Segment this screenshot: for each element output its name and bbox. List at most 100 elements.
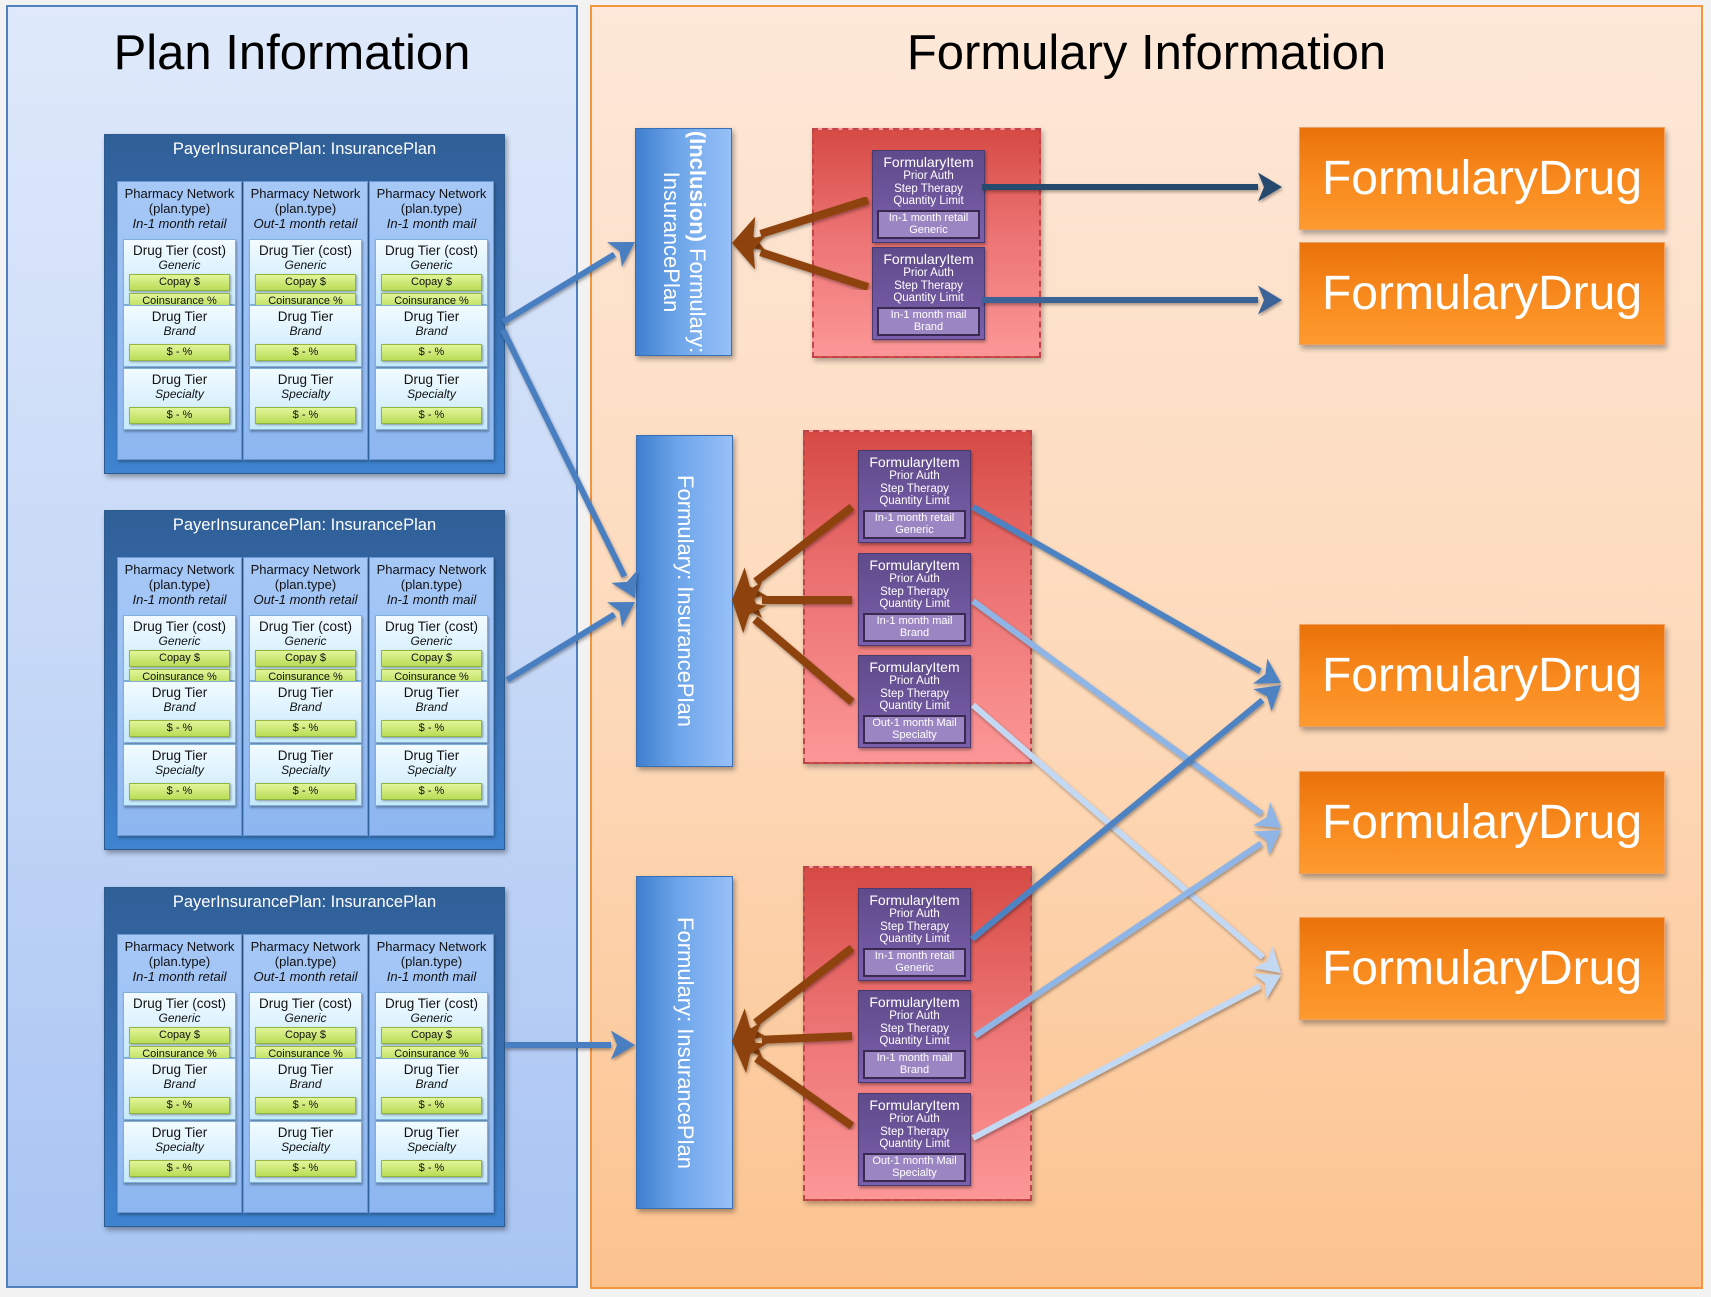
payer-insurance-plan[interactable]: PayerInsurancePlan: InsurancePlan Pharma…: [104, 887, 505, 1227]
formulary-item-tag-network: In-1 month retail: [874, 511, 955, 524]
pharmacy-network[interactable]: Pharmacy Network (plan.type) Out-1 month…: [243, 181, 368, 460]
plan-type-label: (plan.type): [274, 954, 337, 969]
formulary-item-title: FormularyItem: [869, 659, 960, 675]
cost-share-badge: $ - %: [255, 720, 356, 737]
drug-tier-name: Drug Tier (cost): [258, 243, 353, 258]
drug-tier-name: Drug Tier: [403, 748, 460, 763]
formulary-box[interactable]: Formulary: InsurancePlan: [636, 435, 733, 767]
drug-tier-kind: Specialty: [407, 1140, 456, 1154]
payer-insurance-plan[interactable]: PayerInsurancePlan: InsurancePlan Pharma…: [104, 134, 505, 474]
pharmacy-network-name: Pharmacy Network: [376, 939, 487, 954]
formulary-item-tag-tier: Generic: [895, 524, 934, 536]
pharmacy-network[interactable]: Pharmacy Network (plan.type) In-1 month …: [369, 181, 494, 460]
cost-share-badge: Copay $: [129, 274, 230, 291]
drug-tier[interactable]: Drug Tier Specialty$ - %: [375, 368, 488, 430]
formulary-item-tag-tier: Generic: [895, 962, 934, 974]
formulary-item-title: FormularyItem: [869, 557, 960, 573]
payer-insurance-plan[interactable]: PayerInsurancePlan: InsurancePlan Pharma…: [104, 510, 505, 850]
drug-tier[interactable]: Drug Tier Specialty$ - %: [123, 744, 236, 806]
pharmacy-network[interactable]: Pharmacy Network (plan.type) Out-1 month…: [243, 934, 368, 1213]
formulary-item-tag-network: Out-1 month Mail: [872, 1154, 957, 1167]
formulary-drug-box[interactable]: FormularyDrug: [1299, 771, 1665, 874]
drug-tier-name: Drug Tier: [277, 748, 334, 763]
drug-tier[interactable]: Drug Tier Brand$ - %: [249, 1058, 362, 1120]
drug-tier-name: Drug Tier: [277, 685, 334, 700]
formulary-box[interactable]: (Inclusion) Formulary: InsurancePlan: [635, 128, 732, 356]
cost-share-badge: $ - %: [255, 1097, 356, 1114]
drug-tier-kind: Specialty: [155, 387, 204, 401]
cost-share-badge: $ - %: [255, 407, 356, 424]
pharmacy-network-name: Pharmacy Network: [124, 562, 235, 577]
formulary-item-attribute: Step Therapy: [880, 687, 949, 700]
pharmacy-network[interactable]: Pharmacy Network (plan.type) In-1 month …: [117, 557, 242, 836]
drug-tier[interactable]: Drug Tier Specialty$ - %: [123, 368, 236, 430]
pharmacy-network[interactable]: Pharmacy Network (plan.type) In-1 month …: [117, 934, 242, 1213]
drug-tier[interactable]: Drug Tier Specialty$ - %: [123, 1121, 236, 1183]
drug-tier[interactable]: Drug Tier Brand$ - %: [375, 1058, 488, 1120]
pharmacy-network[interactable]: Pharmacy Network (plan.type) In-1 month …: [369, 557, 494, 836]
drug-tier[interactable]: Drug Tier Brand$ - %: [123, 305, 236, 367]
cost-share-badge: $ - %: [255, 783, 356, 800]
formulary-box[interactable]: Formulary: InsurancePlan: [636, 876, 733, 1209]
cost-share-badge: Copay $: [255, 274, 356, 291]
formulary-drug-box[interactable]: FormularyDrug: [1299, 242, 1665, 345]
pharmacy-network-header: Pharmacy Network (plan.type) Out-1 month…: [244, 558, 367, 607]
cost-share-badge: Copay $: [129, 650, 230, 667]
plan-type-label: (plan.type): [148, 201, 211, 216]
plan-type-value: In-1 month retail: [132, 592, 227, 607]
drug-tier[interactable]: Drug Tier Brand$ - %: [375, 305, 488, 367]
formulary-item-tag: In-1 month mail Brand: [877, 306, 980, 336]
cost-share-badge: $ - %: [129, 407, 230, 424]
formulary-label: (Inclusion) Formulary: InsurancePlan: [658, 131, 710, 353]
drug-tier[interactable]: Drug Tier Brand$ - %: [123, 1058, 236, 1120]
drug-tier-kind: Generic: [284, 1011, 327, 1025]
drug-tier[interactable]: Drug Tier Specialty$ - %: [249, 744, 362, 806]
drug-tier-name: Drug Tier: [277, 372, 334, 387]
drug-tier[interactable]: Drug Tier Specialty$ - %: [249, 1121, 362, 1183]
formulary-item-tag: In-1 month retail Generic: [863, 947, 966, 977]
formulary-drug-box[interactable]: FormularyDrug: [1299, 624, 1665, 727]
drug-tier[interactable]: Drug Tier Brand$ - %: [123, 681, 236, 743]
cost-share-badge: $ - %: [381, 407, 482, 424]
drug-tier-name: Drug Tier: [151, 309, 208, 324]
formulary-drug-box[interactable]: FormularyDrug: [1299, 127, 1665, 230]
pharmacy-network[interactable]: Pharmacy Network (plan.type) In-1 month …: [117, 181, 242, 460]
formulary-item-title: FormularyItem: [883, 154, 974, 170]
drug-tier-name: Drug Tier: [151, 1062, 208, 1077]
pharmacy-network-header: Pharmacy Network (plan.type) In-1 month …: [370, 558, 493, 607]
drug-tier[interactable]: Drug Tier Specialty$ - %: [375, 744, 488, 806]
cost-share-badge: $ - %: [381, 783, 482, 800]
formulary-item-tag: Out-1 month Mail Specialty: [863, 1152, 966, 1182]
formulary-item-tag-network: In-1 month retail: [888, 211, 969, 224]
formulary-drug-box[interactable]: FormularyDrug: [1299, 917, 1665, 1020]
pharmacy-network-name: Pharmacy Network: [124, 939, 235, 954]
pharmacy-network-name: Pharmacy Network: [250, 939, 361, 954]
formulary-item-attribute: Step Therapy: [880, 482, 949, 495]
pharmacy-network[interactable]: Pharmacy Network (plan.type) Out-1 month…: [243, 557, 368, 836]
drug-tier-kind: Generic: [410, 258, 453, 272]
plan-type-value: Out-1 month retail: [253, 216, 358, 231]
drug-tier[interactable]: Drug Tier Brand$ - %: [249, 681, 362, 743]
drug-tier[interactable]: Drug Tier Specialty$ - %: [249, 368, 362, 430]
drug-tier[interactable]: Drug Tier Specialty$ - %: [375, 1121, 488, 1183]
drug-tier[interactable]: Drug Tier Brand$ - %: [375, 681, 488, 743]
drug-tier[interactable]: Drug Tier Brand$ - %: [249, 305, 362, 367]
pharmacy-network[interactable]: Pharmacy Network (plan.type) In-1 month …: [369, 934, 494, 1213]
